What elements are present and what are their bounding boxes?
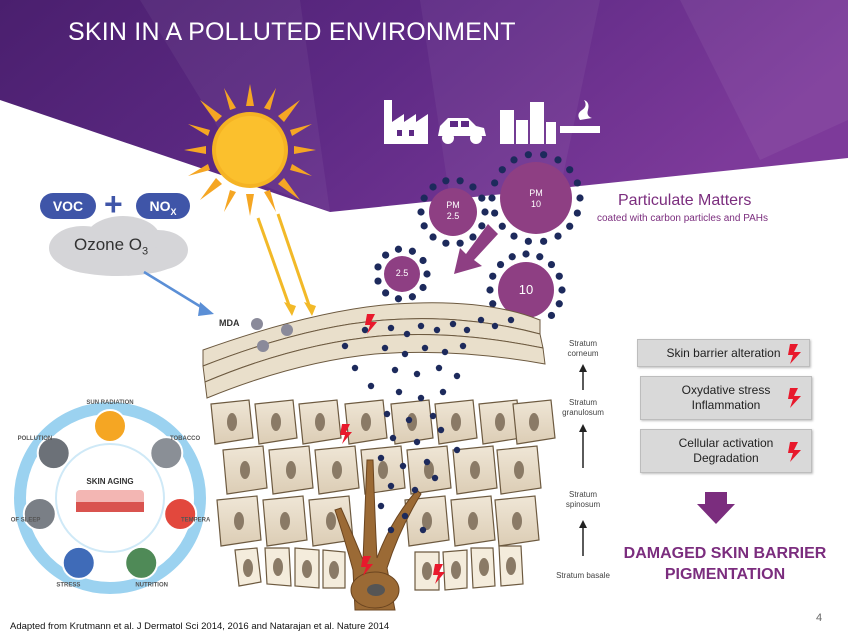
plus-sign: + [104,186,123,222]
wheel-icon-5 [61,545,96,580]
wheel-label-2: TOBACCO [170,436,201,442]
wheel-label-6: LACK OF SLEEP [10,517,40,523]
footer-source: Adapted from Krutmann et al. J Dermatol … [10,621,390,632]
wheel-label-5: STRESS [56,582,80,588]
wheel-icon-1 [93,409,127,443]
voc-pill: VOC [40,193,96,219]
mda-label: MDA [219,318,240,328]
particulate-subtitle: coated with carbon particles and PAHs [597,213,769,224]
pm10-small-label: 10 [518,282,534,297]
wheel-label-1: SUN RADIATION [86,400,133,406]
wheel-label-7: POLLUTION [18,436,53,442]
result-arrow [697,492,735,524]
page-title: SKIN IN A POLLUTED ENVIRONMENT [68,18,516,46]
pm25-small-label: 2.5 [395,268,409,278]
wheel-center-label: SKIN AGING [86,477,133,486]
layer-arrows [579,364,587,556]
ozone-cloud [49,216,188,276]
wheel-label-4: NUTRITION [135,582,168,588]
particulate-title: Particulate Matters [618,192,752,209]
pollution-sources-icons [384,100,600,144]
wheel-icon-2 [149,436,184,471]
uv-ray-arrows [256,213,316,316]
nox-pill: NOX [136,193,190,219]
wheel-icon-4 [124,545,159,580]
ozone-label: Ozone O3 [74,235,149,258]
sun-icon [184,84,316,216]
skin-cross-section [202,302,556,611]
particulate-matter-particles [374,151,584,320]
ozone-arrow [143,270,214,316]
effect-lightning-icons [788,344,801,462]
wheel-label-3: TEMPERATURE [181,517,210,523]
wheel-icon-6 [22,497,57,532]
wheel-icon-3 [163,497,198,532]
effect-box-barrier: Skin barrier alteration [637,339,810,367]
wheel-icon-7 [36,436,71,471]
skin-aging-wheel: SUN RADIATION TOBACCO TEMPERATURE NUTRITION… [10,400,210,594]
layer-basale: Stratum basale [556,571,610,580]
page-number: 4 [816,612,823,624]
